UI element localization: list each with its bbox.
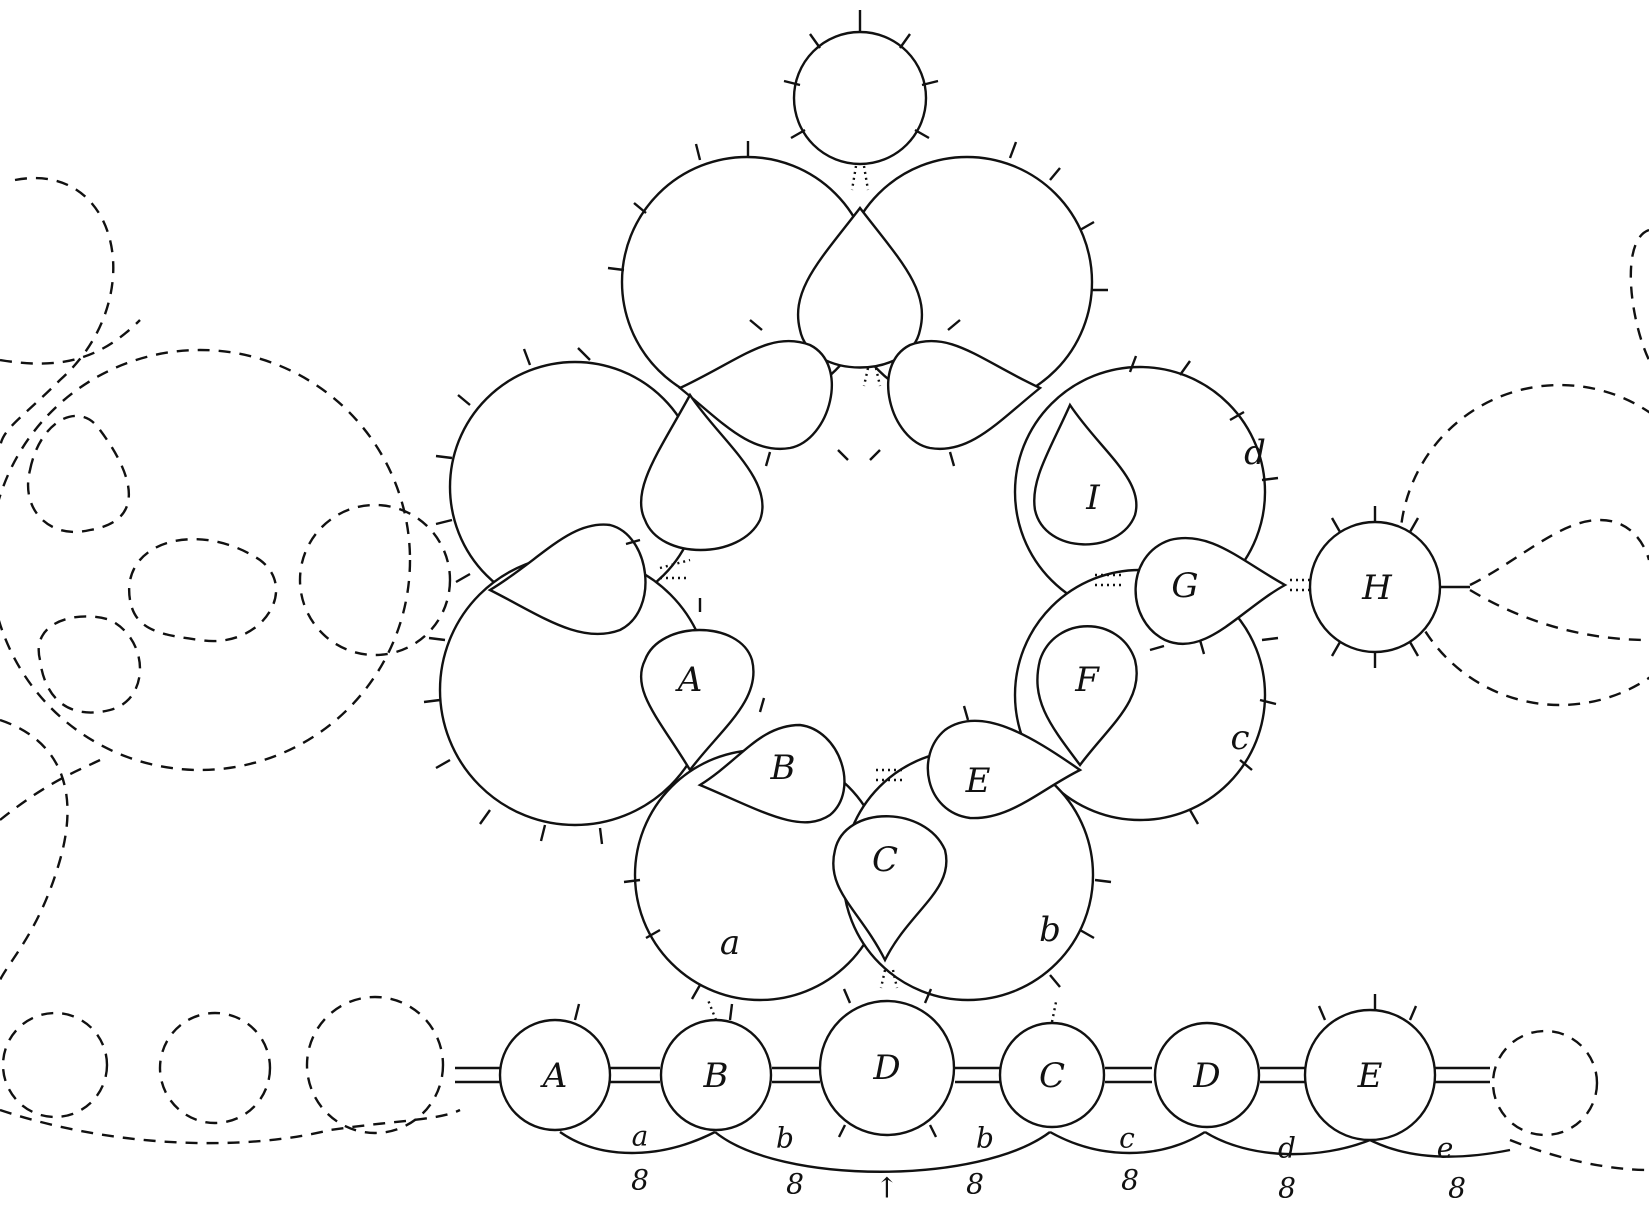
teardrop-label-g: G — [1171, 566, 1198, 606]
chain-count-1: 8 — [631, 1164, 649, 1197]
bottom-ring-label-3: D — [872, 1048, 900, 1088]
inner-chain — [487, 206, 1310, 989]
teardrop-label-c: C — [872, 840, 898, 880]
teardrop-label-a: A — [675, 660, 703, 700]
chain-label-2: b — [776, 1122, 794, 1155]
bottom-ring-label-6: E — [1357, 1056, 1383, 1096]
chain-count-3: 8 — [966, 1168, 984, 1201]
ring-label-b: b — [1039, 910, 1061, 950]
bottom-chain — [455, 988, 1511, 1173]
ring-label-a: a — [720, 923, 740, 963]
chain-label-6: e — [1437, 1132, 1454, 1165]
side-ring-h — [1308, 506, 1470, 668]
bottom-ring-label-1: A — [540, 1056, 568, 1096]
teardrop-label-i: I — [1085, 478, 1100, 518]
labels: a b c d A B C E F G I H A B D C D E a b … — [540, 433, 1466, 1205]
teardrop-label-b: B — [770, 748, 796, 788]
teardrop-label-f: F — [1074, 660, 1100, 700]
chain-count-6: 8 — [1448, 1172, 1466, 1205]
outer-picots — [423, 141, 1279, 1000]
dashed-continuation-left — [0, 176, 461, 1145]
teardrop-label-e: E — [965, 761, 991, 801]
inner-picots — [625, 319, 1206, 721]
ring-label-d: d — [1244, 433, 1266, 473]
chain-label-1: a — [632, 1120, 649, 1153]
chain-start-arrow: ↑ — [875, 1172, 898, 1205]
bottom-ring-label-5: D — [1192, 1056, 1220, 1096]
chain-count-2: 8 — [786, 1168, 804, 1201]
chain-label-3: b — [976, 1122, 994, 1155]
top-small-ring — [783, 10, 939, 191]
dashed-continuation-right — [1398, 228, 1649, 1172]
chain-count-4: 8 — [1121, 1164, 1139, 1197]
chain-count-5: 8 — [1278, 1172, 1296, 1205]
bottom-ring-label-4: C — [1039, 1056, 1065, 1096]
bottom-ring-label-2: B — [703, 1056, 729, 1096]
chain-label-4: c — [1119, 1122, 1135, 1155]
ring-label-h: H — [1361, 568, 1393, 608]
chain-label-5: d — [1278, 1132, 1296, 1165]
ring-label-c: c — [1230, 718, 1249, 758]
